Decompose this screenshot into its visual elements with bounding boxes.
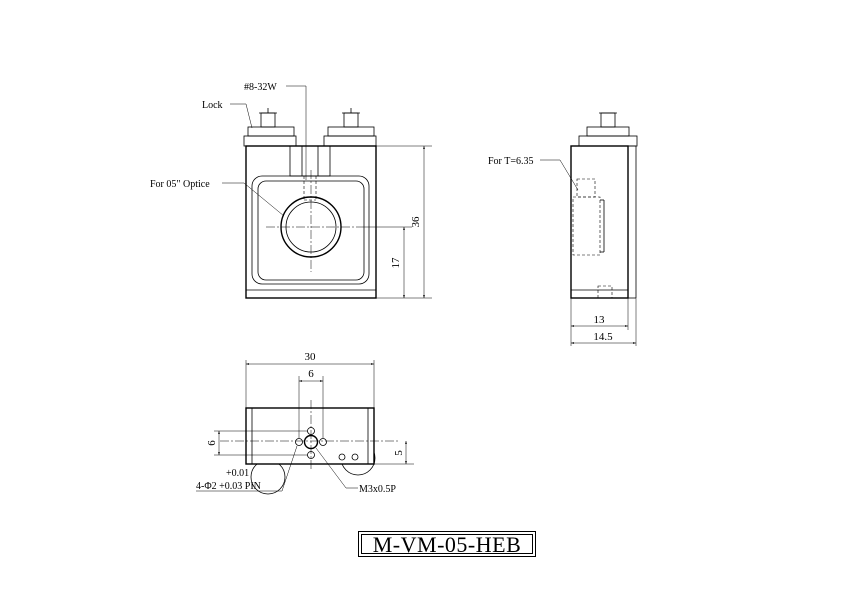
bottom-view: 30 6 6 5 +0.01 4-Φ2 +0.03 PIN M3x0.5P (196, 351, 414, 495)
pin-tolerance-plus: +0.01 (226, 468, 249, 479)
front-view: 36 17 #8-32W Lock For 05" Optice (150, 82, 432, 299)
dim-hole-offset-6: 6 (206, 440, 218, 446)
side-body (570, 145, 629, 299)
title-block: M-VM-05-HEB (358, 531, 536, 557)
optic-label: For 05" Optice (150, 179, 210, 190)
dim-total-depth-14-5: 14.5 (593, 331, 613, 343)
dim-center-height-17: 17 (390, 257, 402, 269)
side-view: For T=6.35 13 14.5 (488, 112, 638, 346)
dim-hole-spacing-6: 6 (308, 368, 314, 380)
lock-label: Lock (202, 100, 223, 111)
lock-knob-left (243, 108, 297, 147)
pin-label: 4-Φ2 +0.03 PIN (196, 481, 261, 492)
dim-height-36: 36 (410, 216, 422, 228)
lock-knob-right (323, 108, 377, 147)
dim-bottom-offset-5: 5 (393, 450, 405, 456)
thickness-label: For T=6.35 (488, 156, 533, 167)
pin-hole-left (295, 438, 303, 446)
dim-width-30: 30 (305, 351, 317, 363)
screw-hole (303, 434, 319, 450)
screw-label: M3x0.5P (359, 484, 396, 495)
thread-label: #8-32W (244, 82, 277, 93)
dim-depth-13: 13 (594, 314, 606, 326)
pin-hole-right (319, 438, 327, 446)
part-number: M-VM-05-HEB (372, 532, 522, 557)
